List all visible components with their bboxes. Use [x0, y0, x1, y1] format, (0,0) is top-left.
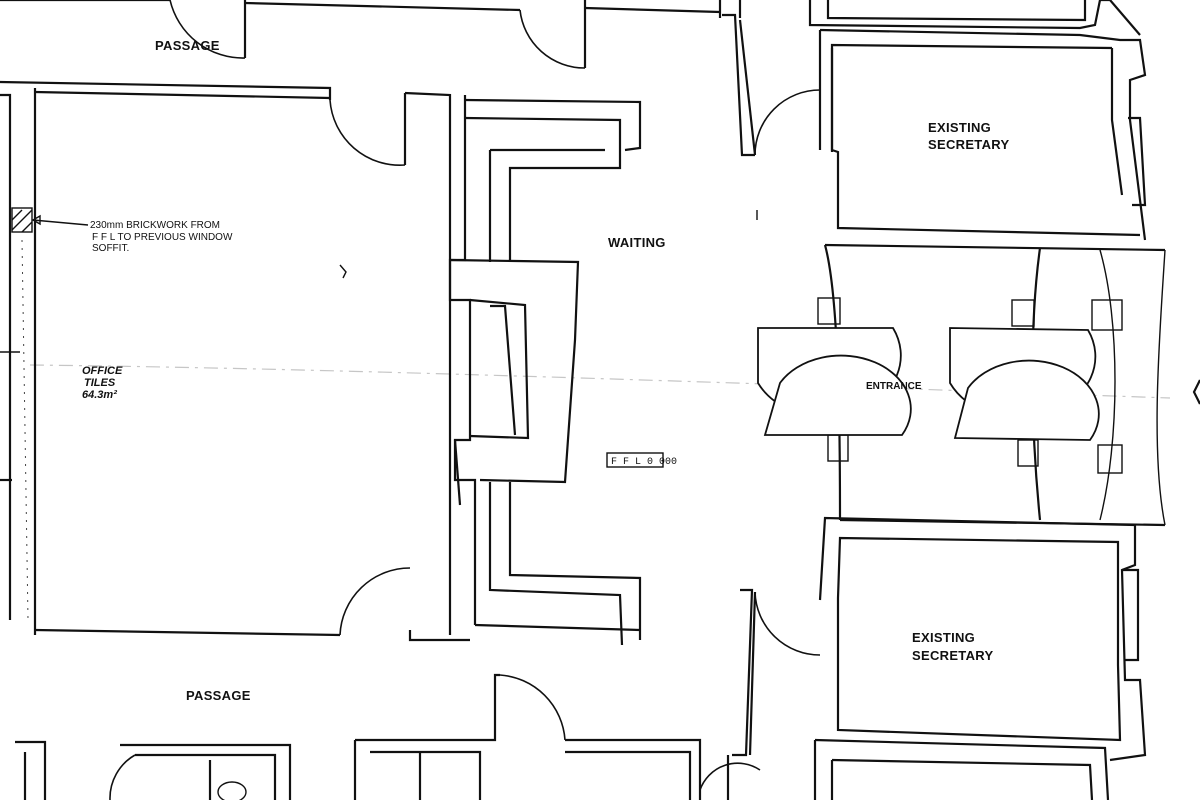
- brickwork-note: 230mm BRICKWORK FROM F F L TO PREVIOUS W…: [31, 214, 233, 254]
- corridor-walls: [722, 13, 757, 800]
- right-edge-mark: [1192, 379, 1200, 405]
- office-area: 64.3m²: [82, 389, 117, 401]
- brickwork-note-line3: SOFFIT.: [92, 243, 129, 254]
- level-tag-text: F F L 0 000: [611, 457, 677, 468]
- passage-bottom-label: PASSAGE: [186, 688, 251, 703]
- corridor-doors: [754, 89, 821, 656]
- top-passage-walls: [0, 0, 742, 68]
- passage-top-label: PASSAGE: [155, 38, 220, 53]
- level-tag: F F L 0 000: [606, 452, 677, 468]
- waiting-label: WAITING: [608, 235, 666, 250]
- waiting-mark: [339, 264, 347, 279]
- secretary-bottom-line1: EXISTING: [912, 630, 975, 645]
- waiting-stepped-walls: [448, 95, 642, 646]
- secretary-top-line1: EXISTING: [928, 120, 991, 135]
- office-walls: [0, 80, 470, 642]
- bottom-passage-walls: [15, 673, 702, 800]
- secretary-bottom-line2: SECRETARY: [912, 648, 993, 663]
- scan-streak: [29, 364, 1171, 399]
- bottom-passage-doors: [109, 674, 761, 800]
- entrance-label: ENTRANCE: [866, 381, 922, 392]
- secretary-top-walls: [808, 0, 1166, 252]
- secretary-top-line2: SECRETARY: [928, 137, 1009, 152]
- office-name: OFFICE: [82, 365, 123, 377]
- brickwork-note-line2: F F L TO PREVIOUS WINDOW: [92, 232, 233, 243]
- secretary-bottom-walls: [813, 516, 1147, 800]
- brickwork-note-line1: 230mm BRICKWORK FROM: [90, 220, 220, 231]
- entrance-door-leaves: [757, 327, 1100, 441]
- office-label: OFFICE TILES 64.3m²: [82, 365, 123, 401]
- office-finish: TILES: [84, 377, 116, 389]
- office-doors: [329, 99, 411, 636]
- top-passage-doors: [169, 0, 586, 69]
